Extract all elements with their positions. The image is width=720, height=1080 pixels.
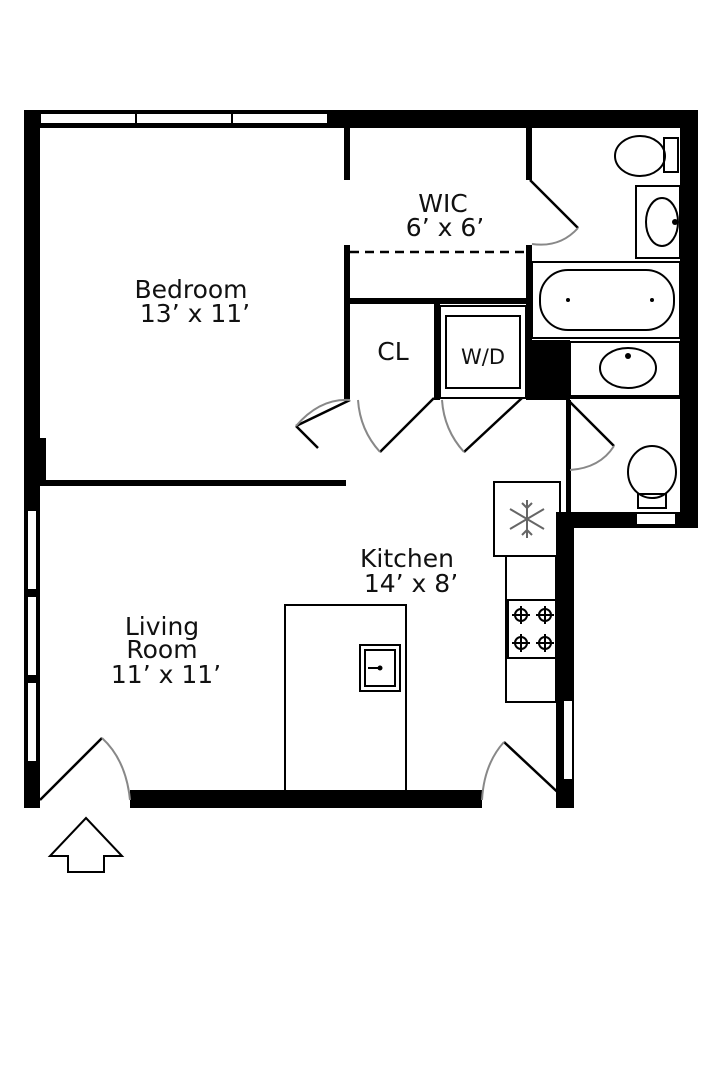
closet-label: CL [377, 337, 408, 366]
kitchen-island [284, 604, 407, 792]
bedroom-size: 13’ x 11’ [140, 299, 250, 328]
kitchen-size: 14’ x 8’ [364, 569, 458, 598]
doors [39, 179, 615, 801]
laundry-label: W/D [461, 345, 505, 369]
bathtub-icon [531, 261, 681, 339]
wic-label: WIC [418, 189, 468, 218]
kitchen-label: Kitchen [360, 544, 454, 573]
sink-icon [635, 185, 681, 259]
bedroom-label: Bedroom [134, 275, 247, 304]
living-room-size: 11’ x 11’ [111, 660, 221, 689]
sink-icon [569, 341, 681, 397]
snowflake-icon [493, 481, 561, 557]
stove-burners-icon [507, 599, 559, 659]
up-arrow-outline-icon [47, 816, 125, 873]
living-room-label-line2: Room [126, 635, 197, 664]
wic-size: 6’ x 6’ [406, 213, 484, 242]
washer-dryer [439, 305, 527, 399]
windows [26, 112, 677, 781]
exterior-walls [24, 110, 698, 808]
interior-walls [40, 128, 680, 512]
toilet-icon [627, 445, 677, 509]
living-room-label-line1: Living [125, 612, 199, 641]
counter [505, 555, 557, 703]
sink-icon [359, 644, 401, 692]
toilet-icon [614, 135, 679, 177]
